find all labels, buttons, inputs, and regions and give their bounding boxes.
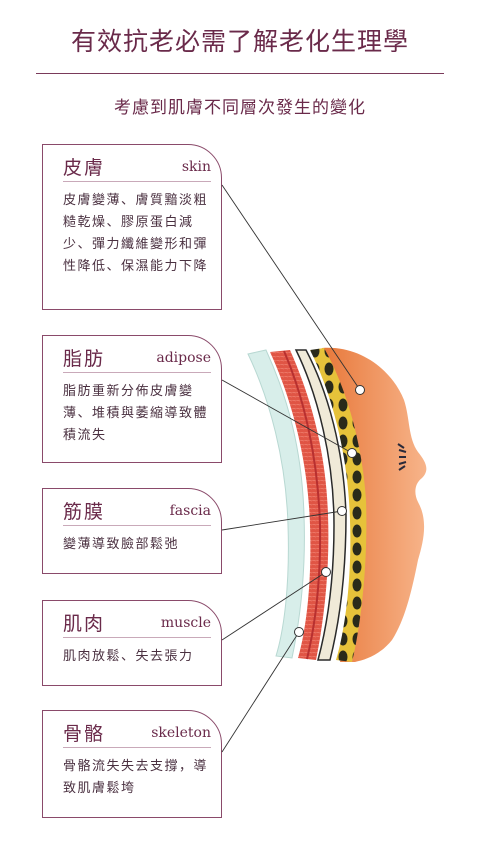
card-fascia-en: fascia	[169, 503, 211, 519]
connector-adipose	[221, 379, 353, 454]
card-muscle: 肌肉 muscle 肌肉放鬆、失去張力	[42, 600, 222, 686]
card-fascia-desc: 變薄導致臉部鬆弛	[63, 537, 180, 552]
marker-muscle	[321, 567, 331, 577]
marker-fascia	[337, 506, 347, 516]
card-adipose-desc: 脂肪重新分佈皮膚變薄、堆積與萎縮導致體積流失	[63, 384, 209, 443]
card-skeleton-title: 骨骼	[63, 723, 106, 745]
card-skin: 皮膚 skin 皮膚變薄、膚質黯淡粗糙乾燥、膠原蛋白減少、彈力纖維變形和彈性降低、…	[42, 144, 222, 310]
marker-skin	[355, 385, 365, 395]
card-muscle-en: muscle	[160, 615, 211, 631]
card-adipose: 脂肪 adipose 脂肪重新分佈皮膚變薄、堆積與萎縮導致體積流失	[42, 335, 222, 463]
title-divider	[36, 73, 444, 74]
card-muscle-desc: 肌肉放鬆、失去張力	[63, 649, 194, 664]
marker-skeleton	[294, 627, 304, 637]
card-skeleton-en: skeleton	[151, 725, 211, 741]
card-skin-desc: 皮膚變薄、膚質黯淡粗糙乾燥、膠原蛋白減少、彈力纖維變形和彈性降低、保濕能力下降	[63, 193, 209, 274]
skeleton-layer	[247, 349, 305, 659]
marker-adipose	[347, 448, 357, 458]
connector-muscle	[221, 571, 327, 641]
card-skeleton-desc: 骨骼流失失去支撐，導致肌膚鬆垮	[63, 759, 209, 796]
connector-skeleton	[221, 631, 300, 753]
card-muscle-title: 肌肉	[63, 613, 106, 635]
connector-fascia	[221, 510, 343, 531]
card-fascia-title: 筋膜	[63, 501, 106, 523]
card-skin-title: 皮膚	[63, 157, 106, 179]
muscle-layer	[270, 350, 329, 660]
card-adipose-title: 脂肪	[63, 348, 106, 370]
card-skin-en: skin	[181, 159, 211, 175]
adipose-layer	[310, 348, 367, 662]
card-adipose-en: adipose	[156, 350, 211, 366]
page-title: 有效抗老必需了解老化生理學	[70, 27, 409, 56]
fascia-layer	[294, 349, 347, 661]
eyelash-icon	[397, 443, 407, 471]
card-skeleton: 骨骼 skeleton 骨骼流失失去支撐，導致肌膚鬆垮	[42, 710, 222, 818]
connector-skin	[221, 184, 361, 391]
card-fascia: 筋膜 fascia 變薄導致臉部鬆弛	[42, 488, 222, 574]
page-subtitle: 考慮到肌膚不同層次發生的變化	[114, 98, 366, 118]
